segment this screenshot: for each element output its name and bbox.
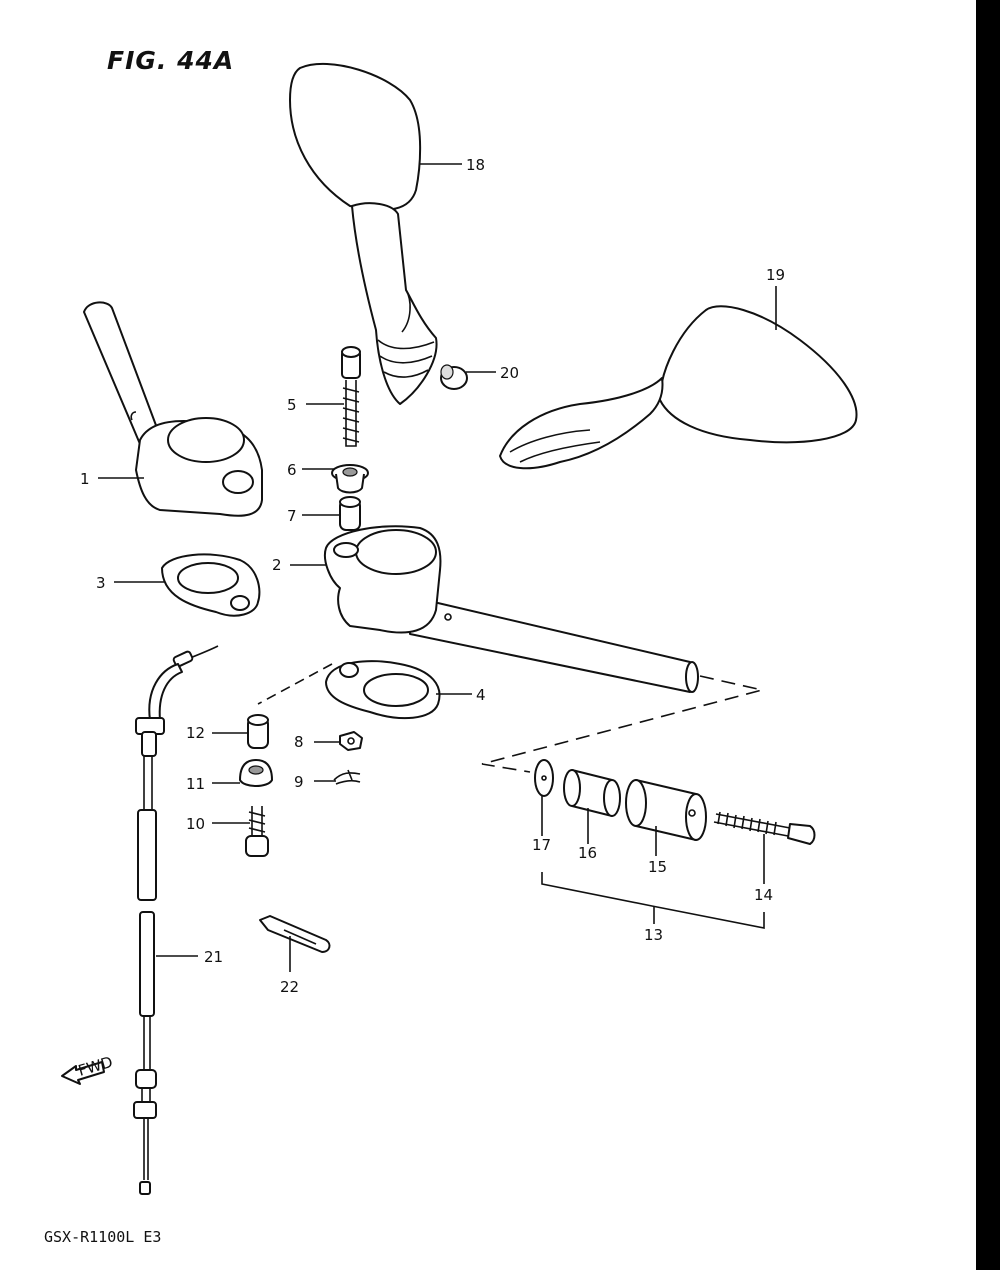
callout-10: 10 (186, 815, 205, 833)
fwd-label: FWD (76, 1053, 115, 1080)
callout-1: 1 (80, 470, 90, 488)
model-code: GSX-R1100L E3 (44, 1228, 162, 1246)
part-6-collar (331, 464, 369, 494)
figure-title: FIG. 44A (107, 46, 235, 75)
callout-17: 17 (532, 836, 551, 854)
part-8-nut (339, 731, 363, 751)
callout-5: 5 (287, 396, 297, 414)
callout-8: 8 (294, 733, 304, 751)
callout-labels: 1 2 3 4 5 6 7 8 9 10 11 12 13 14 15 16 1… (80, 156, 785, 996)
callout-15: 15 (648, 858, 667, 876)
callout-2: 2 (272, 556, 282, 574)
callout-6: 6 (287, 461, 297, 479)
part-4-lower-plate (325, 660, 441, 720)
part-11-collar (239, 759, 273, 787)
callout-16: 16 (578, 844, 597, 862)
alignment-line-right (481, 675, 763, 773)
callout-7: 7 (287, 507, 297, 525)
callout-4: 4 (476, 686, 486, 704)
alignment-line-left (257, 663, 333, 705)
part-20-cap (440, 364, 468, 390)
callout-3: 3 (96, 574, 106, 592)
part-7-bushing (339, 496, 361, 531)
part-9-clip (333, 769, 361, 785)
part-10-bolt (245, 806, 269, 857)
callout-12: 12 (186, 724, 205, 742)
part-15-weight (625, 779, 707, 841)
page-edge-border (976, 0, 1000, 1270)
part-18-left-mirror (289, 63, 438, 405)
part-16-weight (563, 769, 621, 817)
callout-13: 13 (644, 926, 663, 944)
callout-21: 21 (204, 948, 223, 966)
callout-18: 18 (466, 156, 485, 174)
part-13-group-bracket (541, 872, 765, 929)
callout-14: 14 (754, 886, 773, 904)
part-2-right-handlebar (324, 525, 699, 693)
callout-11: 11 (186, 775, 205, 793)
part-17-washer (534, 759, 554, 797)
part-19-right-mirror (499, 305, 858, 470)
part-1-left-handlebar (83, 301, 263, 517)
callout-9: 9 (294, 773, 304, 791)
part-22-bracket (259, 915, 331, 953)
part-14-screw (713, 811, 816, 845)
part-21-throttle-cable (133, 645, 219, 1195)
callout-20: 20 (500, 364, 519, 382)
fwd-arrow-icon: FWD (61, 1053, 115, 1085)
callout-22: 22 (280, 978, 299, 996)
callout-19: 19 (766, 266, 785, 284)
part-3-spacer-plate (161, 553, 261, 617)
leader-lines (98, 163, 777, 972)
part-12-bushing (247, 714, 269, 749)
part-5-bolt (341, 346, 361, 447)
